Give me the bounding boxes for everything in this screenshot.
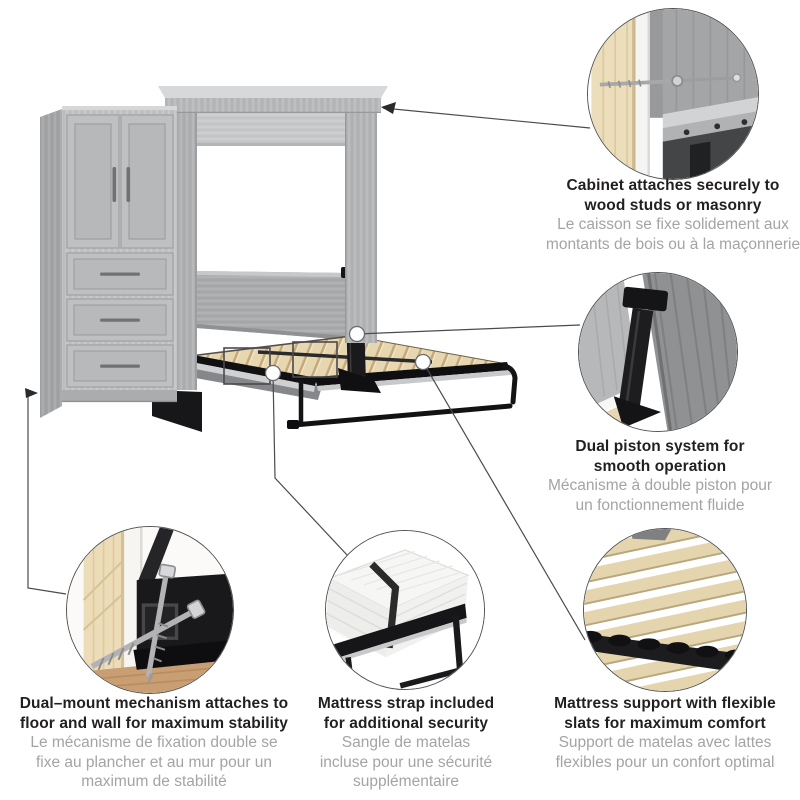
callout-subtitle-line: incluse pour une sécurité <box>319 753 493 771</box>
callout-title-line: wood studs or masonry <box>584 196 762 214</box>
callout-connectors <box>27 107 591 641</box>
callout-title-line: slats for maximum comfort <box>564 714 766 732</box>
callout-circle-piston <box>578 272 738 432</box>
callout-arrow <box>381 102 396 114</box>
callout-text-strap: Mattress strap included for additional s… <box>300 694 512 792</box>
callout-subtitle-line: montants de bois ou à la maçonnerie <box>545 235 800 253</box>
piston-detail <box>579 273 737 431</box>
murphy-cabinet <box>197 113 348 340</box>
anchor-dot <box>414 353 432 371</box>
bed-frame-icon <box>332 603 467 689</box>
callout-subtitle-line: flexibles pour un confort optimal <box>555 753 775 771</box>
callout-title-line: Mattress strap included <box>317 695 495 712</box>
callout-subtitle-line: Support de matelas avec lattes <box>558 734 772 751</box>
callout-title-line: smooth operation <box>593 457 727 475</box>
lag-screw-icon <box>145 563 177 687</box>
callout-arrows <box>25 102 396 398</box>
drawer-3 <box>66 344 174 388</box>
frame-edge <box>629 529 672 541</box>
callout-title-line: for additional security <box>323 714 489 732</box>
callout-subtitle-line: Sangle de matelas <box>341 734 471 751</box>
anchor-dot <box>348 325 366 343</box>
callout-subtitle-line: Mécanisme à double piston pour <box>547 477 773 494</box>
callout-line <box>356 324 581 335</box>
drawer-handle <box>100 364 140 368</box>
callout-line <box>27 393 67 595</box>
callout-subtitle-line: maximum de stabilité <box>81 773 227 790</box>
strap-detail <box>326 531 484 689</box>
anchor-dot <box>264 364 282 382</box>
mounting-screw-icon <box>599 73 742 89</box>
drawer-handle <box>100 318 140 322</box>
callout-subtitle-line: supplémentaire <box>353 773 459 790</box>
callout-line <box>382 107 591 129</box>
callout-text-slats: Mattress support with flexible slats for… <box>527 694 800 772</box>
drawer-handle <box>100 272 140 276</box>
callout-circle-slats <box>583 528 747 692</box>
drawer-2 <box>66 298 174 342</box>
callout-title-line: Dual piston system for <box>575 438 745 455</box>
storage-cabinet <box>40 106 177 418</box>
callout-anchor-dots <box>264 325 432 382</box>
callout-text-cabinet-mount: Cabinet attaches securely to wood studs … <box>537 176 800 254</box>
callout-circle-dual-mount <box>66 526 234 694</box>
door-handle-right <box>126 167 131 202</box>
callout-circle-cabinet-mount <box>587 8 759 180</box>
cabinet-door-left <box>66 114 120 249</box>
lag-screw-icon <box>90 599 206 671</box>
door-handle-left <box>112 167 117 202</box>
cabinet-mount-detail <box>588 9 758 179</box>
dual-mount-detail <box>67 527 233 693</box>
callout-circle-strap <box>325 530 485 690</box>
callout-title-line: Dual–mount mechanism attaches to <box>19 695 289 712</box>
callout-text-dual-mount: Dual–mount mechanism attaches to floor a… <box>18 694 290 792</box>
callout-title-line: floor and wall for maximum stability <box>19 714 288 732</box>
header-top <box>158 86 388 98</box>
callout-arrow <box>25 388 38 398</box>
murphy-cabinet-panels <box>158 86 388 390</box>
callout-subtitle-line: Le mécanisme de fixation double se <box>30 734 278 751</box>
callout-line <box>422 361 586 641</box>
callout-subtitle-line: fixe au plancher et au mur pour un <box>35 753 273 771</box>
callout-title-line: Cabinet attaches securely to <box>566 177 780 194</box>
callout-title-line: Mattress support with flexible <box>554 695 776 712</box>
callout-subtitle-line: Le caisson se fixe solidement aux <box>557 216 789 233</box>
callout-subtitle-line: un fonctionnement fluide <box>575 496 745 514</box>
callout-text-piston: Dual piston system for smooth operation … <box>528 437 792 515</box>
drawer-1 <box>66 252 174 296</box>
callout-line <box>272 372 349 557</box>
slats-detail <box>584 529 746 691</box>
